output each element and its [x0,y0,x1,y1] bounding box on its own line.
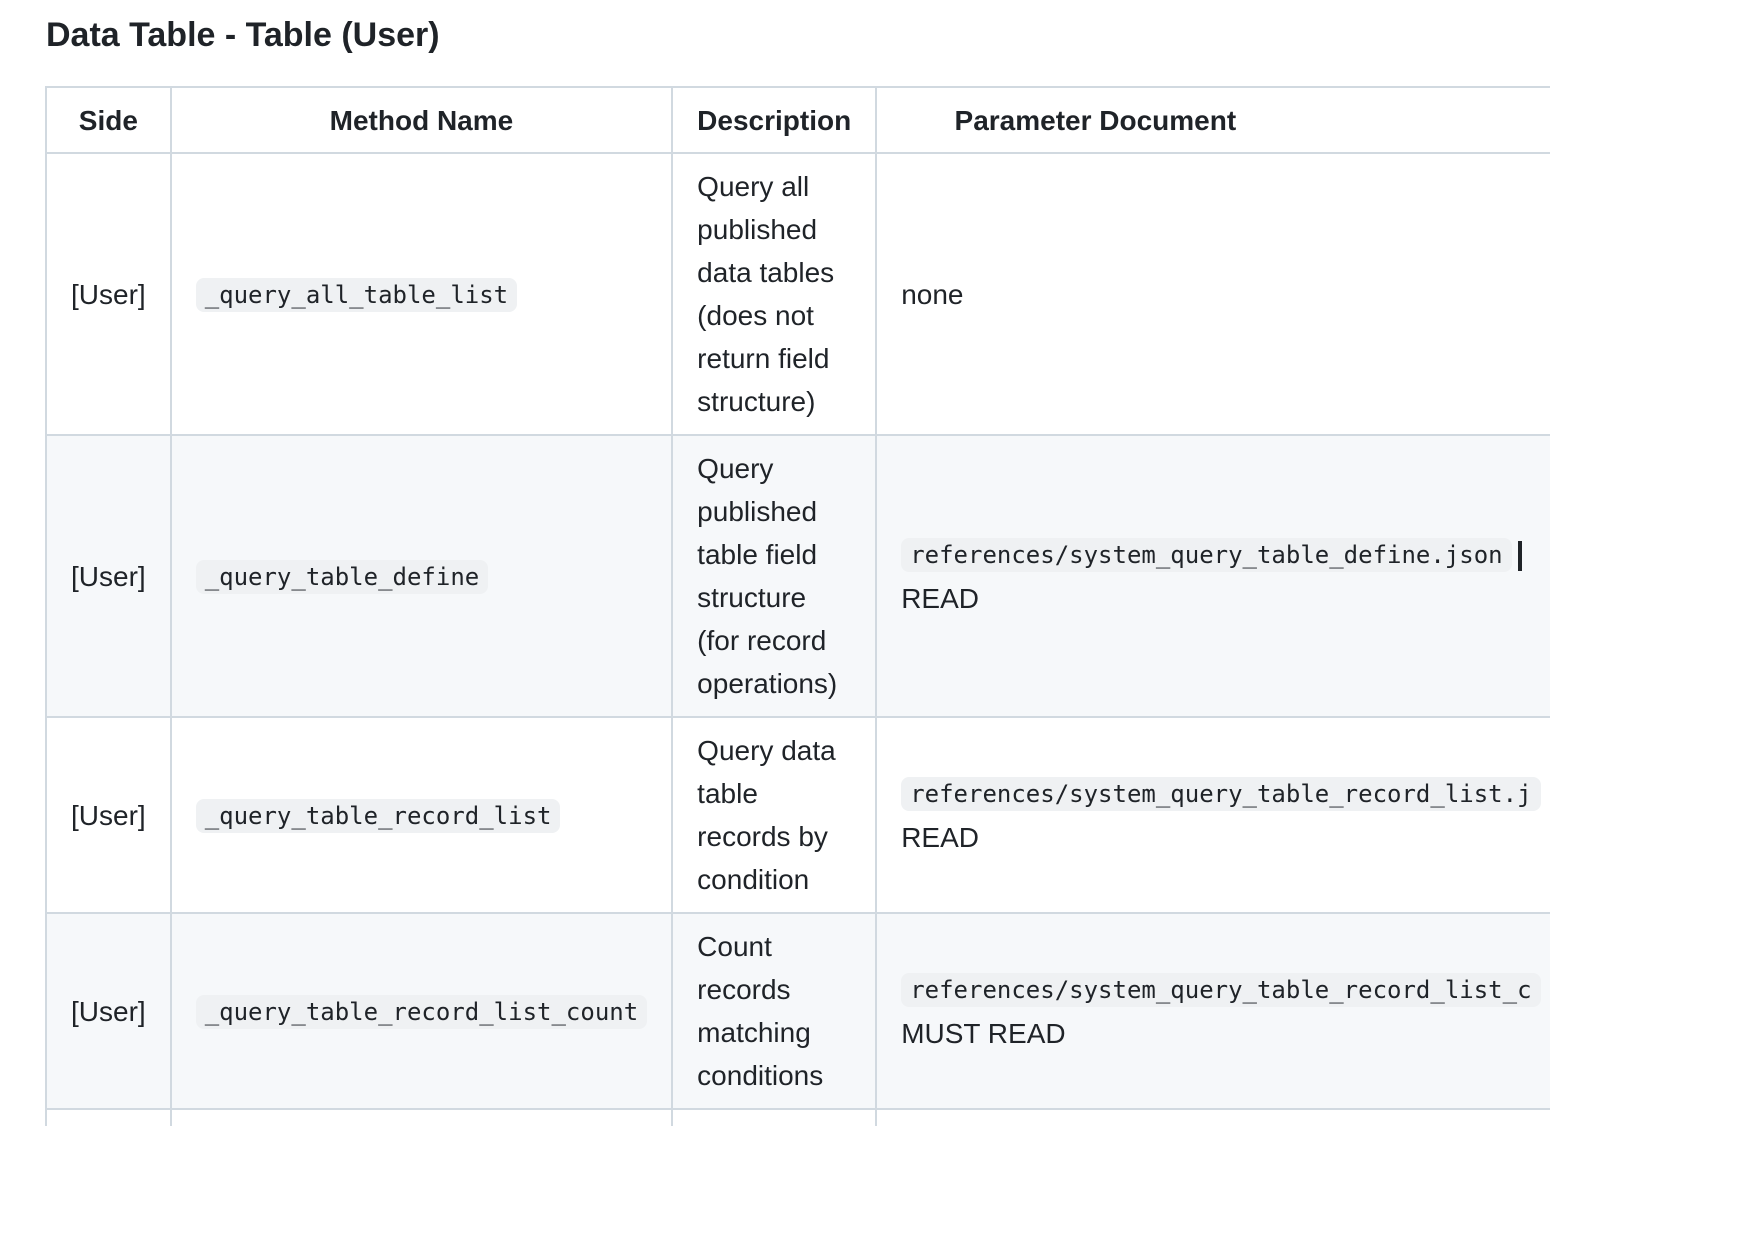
table-row-partial [45,1108,1550,1126]
parameter-code-line: references/system_query_table_record_lis… [901,967,1541,1012]
table-header-row: Side Method Name Description Parameter D… [45,86,1550,154]
table-row: [User] _query_all_table_list Query all p… [45,152,1550,436]
parameter-text: READ [901,583,979,614]
method-name-cell: _query_all_table_list [169,152,674,436]
parameter-file-link[interactable]: references/system_query_table_record_lis… [901,777,1541,811]
description-cell: Query published table field structure (f… [671,434,878,718]
parameter-code-line: references/system_query_table_define.jso… [901,532,1540,577]
column-header-side: Side [45,86,172,154]
method-name-cell: _query_table_record_list_count [169,912,674,1110]
parameter-text: MUST READ [901,1018,1066,1049]
parameter-file-link[interactable]: references/system_query_table_record_lis… [901,973,1541,1007]
side-cell: [User] [45,912,172,1110]
description-cell: Query data table records by condition [671,716,878,914]
method-name-cell: _query_table_record_list [169,716,674,914]
side-cell: [User] [45,152,172,436]
method-name-code: _query_table_record_list_count [195,994,648,1029]
description-cell: Query all published data tables (does no… [671,152,878,436]
method-name-code: _query_table_record_list [195,798,561,833]
methods-table: Side Method Name Description Parameter D… [45,86,1550,1126]
method-name-cell: _query_table_define [169,434,674,718]
table-row: [User] _query_table_define Query publish… [45,434,1550,718]
empty-cell [875,1108,1550,1126]
column-header-description: Description [671,86,878,154]
section-heading: Data Table - Table (User) [46,16,440,54]
empty-cell [45,1108,172,1126]
parameter-document-cell: references/system_query_table_record_lis… [875,912,1550,1110]
empty-cell [671,1108,878,1126]
description-cell: Count records matching conditions [671,912,878,1110]
parameter-text: READ [901,822,979,853]
document-viewport: Data Table - Table (User) Side Method Na… [45,16,1550,1126]
parameter-document-cell: references/system_query_table_record_lis… [875,716,1550,914]
column-header-parameter-document: Parameter Document [875,86,1550,154]
parameter-file-link[interactable]: references/system_query_table_define.jso… [901,538,1512,572]
side-cell: [User] [45,434,172,718]
side-cell: [User] [45,716,172,914]
parameter-document-cell: none [875,152,1550,436]
truncated-glyph [1517,540,1522,571]
method-name-code: _query_table_define [195,559,489,594]
parameter-text: none [901,278,964,310]
method-name-code: _query_all_table_list [195,277,518,312]
table-row: [User] _query_table_record_list Query da… [45,716,1550,914]
parameter-document-cell: references/system_query_table_define.jso… [875,434,1550,718]
empty-cell [169,1108,674,1126]
parameter-code-line: references/system_query_table_record_lis… [901,771,1541,816]
column-header-method-name: Method Name [169,86,674,154]
table-row: [User] _query_table_record_list_count Co… [45,912,1550,1110]
